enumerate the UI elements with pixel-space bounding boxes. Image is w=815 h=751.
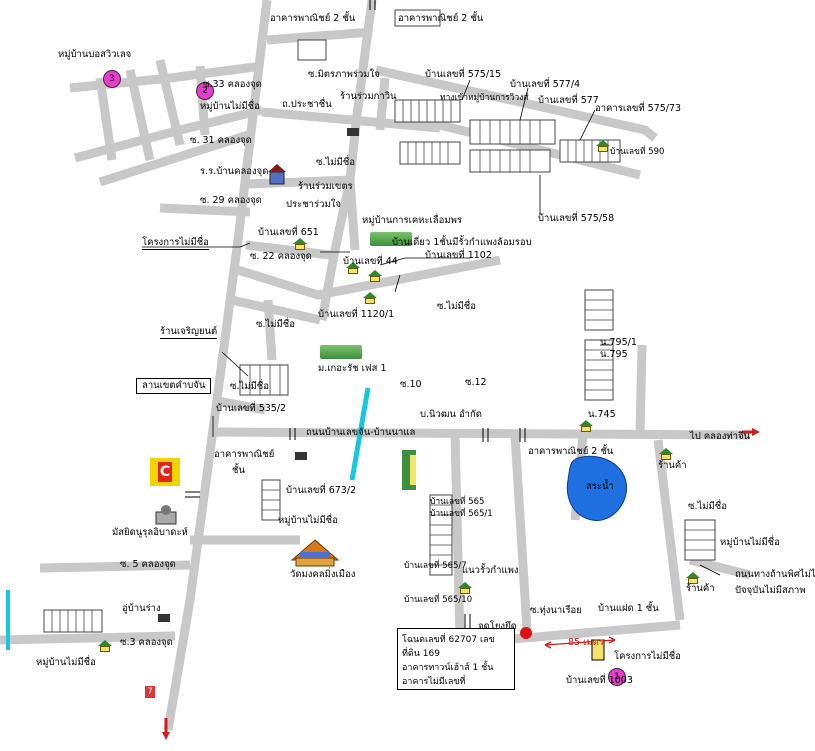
house-577-4-label: บ้านเลขที่ 577/4	[510, 79, 581, 90]
no-name-project-label: โครงการไม่มีชื่อ	[142, 237, 209, 250]
house-icon	[363, 292, 377, 304]
village-1-label: ม.เกอะรัช เฟส 1	[318, 363, 387, 374]
house-icon	[293, 238, 307, 250]
n745-label: น.745	[588, 409, 616, 420]
village-walk-label: ทางเข้าหมู่บ้านการวิวงศ์	[440, 93, 529, 103]
house-673-2-label: บ้านเลขที่ 673/2	[286, 485, 357, 496]
soi-31-label: ซ. 31 คลองจุด	[190, 135, 252, 146]
main-road-label: ถนนบ้านเลขจัน-บ้านนาแล	[306, 427, 416, 438]
shop-jareun-label: ร้านเจริญยนต์	[160, 326, 218, 339]
soi-pattana-label: ซ.มิตรภาพร่วมใจ	[308, 69, 380, 80]
pond-label: สระน้ำ	[586, 481, 614, 492]
soi-12-label: ซ.12	[465, 377, 487, 388]
no-name-project2-label: โครงการไม่มีชื่อ	[614, 651, 681, 662]
house-icon	[368, 270, 382, 282]
house-44-label: บ้านเลขที่ 44	[343, 256, 398, 267]
temple-label: วัดมงคลมิ่งเมือง	[290, 569, 356, 580]
soi-nomai-label: ซ.ไม่มีชื่อ	[316, 157, 355, 168]
pin-2-label: หมู่บ้านไม่มีชื่อ	[200, 101, 260, 112]
house-575-73-label: อาคารเลขที่ 575/73	[595, 103, 682, 114]
plot-building-label: อาคารทาวน์เฮ้าส์ 1 ชั้น	[402, 663, 494, 673]
commercial-left-label: อาคารพาณิชย์	[214, 449, 275, 460]
shop1-label: ร้านค้า	[658, 460, 687, 471]
soi-nomai3-label: ซ.ไม่มีชื่อ	[437, 301, 476, 312]
plot-deed-label: โฉนดเลขที่ 62707 เลขที่ดิน 169	[402, 635, 495, 659]
village-kasem-label: หมู่บ้านการเคหะเลื่อมพร	[362, 215, 462, 226]
house-651-label: บ้านเลขที่ 651	[258, 227, 319, 238]
soi-5-label: ซ. 5 คลองจุด	[120, 559, 176, 570]
house-1102-label: บ้านเลขที่ 1102	[425, 250, 492, 261]
soi-29-label: ซ. 29 คลองจุด	[200, 195, 262, 206]
soi-tung-label: ซ.ทุ่งนาเรือย	[530, 605, 582, 616]
rd-pracha-label: ถ.ประชาชื่น	[282, 99, 332, 110]
house-575-15-label: บ้านเลขที่ 575/15	[425, 69, 502, 80]
soi-10-label: ซ.10	[400, 379, 422, 390]
shop-ruam2-label: ร้านร่วมเขตร	[298, 181, 353, 192]
house-icon	[98, 640, 112, 652]
village-icon	[320, 345, 362, 359]
pin-2b-label: หมู่บ้านไม่มีชื่อ	[278, 515, 338, 526]
laan-label: ลานเขตคำบจัน	[136, 378, 212, 394]
house-535-2-label: บ้านเลขที่ 535/2	[216, 403, 287, 414]
house-590-label: บ้านเลขที่ 590	[610, 147, 665, 157]
dirt-road-label: ถนนทางถ้านพิศไม่ได้	[735, 569, 815, 580]
house-1120-1-label: บ้านเลขที่ 1120/1	[318, 309, 395, 320]
house-icon	[596, 140, 610, 152]
to-klong-label: ไป คลองท่าจีน	[690, 431, 751, 442]
dirt-road2-label: ปัจจุบันไม่มีสภาพ	[735, 585, 806, 596]
house-icon	[458, 582, 472, 594]
house-icon	[346, 262, 360, 274]
house-565-10-label: บ้านเลขที่ 565/10	[404, 595, 473, 605]
village-3-label: หมู่บ้านบอสวิวเลจ	[58, 49, 132, 60]
house-icon	[659, 448, 673, 460]
commercial-2-label: อาคารพาณิชย์ 2 ชั้น	[528, 446, 614, 457]
distance-label: 85 เมตร	[568, 637, 604, 648]
house-icon	[686, 572, 700, 584]
shop-ruam-label: ร้านร่วมกาวิน	[340, 91, 397, 102]
village-icon	[370, 232, 412, 246]
seven-eleven-logo-icon: 7	[145, 686, 155, 698]
soi-nomai5-label: ซ.ไม่มีชื่อ	[688, 501, 727, 512]
commercial-top-label: อาคารพาณิชย์ 2 ชั้น	[270, 13, 356, 24]
soi-22-label: ซ. 22 คลองจุด	[250, 251, 312, 262]
house-1floor-label: บ้านแฝด 1 ชั้น	[598, 603, 659, 614]
commercial-top2-label: อาคารพาณิชย์ 2 ชั้น	[398, 13, 484, 24]
big-c-store-logo-icon: C	[150, 458, 180, 486]
bn-niwat-label: บ.นิวฒน อำกัด	[420, 409, 482, 420]
house-565-label: บ้านเลขที่ 565	[430, 497, 485, 507]
n795-label: น.795	[600, 349, 628, 360]
soi-nomai2-label: ซ.ไม่มีชื่อ	[256, 319, 295, 330]
house-575-58-label: บ้านเลขที่ 575/58	[538, 213, 615, 224]
ref-point-label: จุดโยงยึด	[478, 621, 517, 632]
soi-33-label: ซ.33 คลองจุด	[203, 79, 262, 90]
pracha-khet-label: ประชาร่วมใจ	[286, 199, 341, 210]
floor-label: ชั้น	[232, 465, 245, 476]
plot-no-address-label: อาคารไม่มีเลขที่	[402, 677, 466, 687]
house-577-label: บ้านเลขที่ 577	[538, 95, 599, 106]
mosque-label: มัสยิดนูรุลอิบาดะห์	[112, 527, 188, 538]
village-nomai-label: หมู่บ้านไม่มีชื่อ	[720, 537, 780, 548]
shop2-label: ร้านค้า	[686, 583, 715, 594]
plot-info-box: โฉนดเลขที่ 62707 เลขที่ดิน 169 อาคารทาวน…	[397, 628, 515, 690]
soi-3-label: ซ.3 คลองจุด	[120, 637, 173, 648]
n795-1-label: น.795/1	[600, 337, 637, 348]
pin-3-icon[interactable]: 3	[103, 70, 121, 88]
one-floor-label: บ้านเดี่ยว 1ชั้นมีรั้วกำแพงล้อมรอบ	[392, 237, 532, 248]
pin-1-icon[interactable]: 1	[608, 668, 626, 686]
mu-ban-rang-label: อู่บ้านร่าง	[122, 603, 161, 614]
house-icon	[579, 420, 593, 432]
school-label: ร.ร.บ้านคลองจุด	[200, 166, 269, 177]
house-1003-label: บ้านเลขที่ 1003	[566, 675, 633, 686]
house-565-1-label: บ้านเลขที่ 565/1	[430, 509, 493, 519]
house-565-7-label: บ้านเลขที่ 565/7	[404, 561, 467, 571]
fence-label: แนวรั้วกำแพง	[462, 565, 519, 576]
pin-2-icon[interactable]: 2	[196, 82, 214, 100]
village-nomai2-label: หมู่บ้านไม่มีชื่อ	[36, 657, 96, 668]
soi-nomai4-label: ซ.ไม่มีชื่อ	[230, 381, 269, 392]
